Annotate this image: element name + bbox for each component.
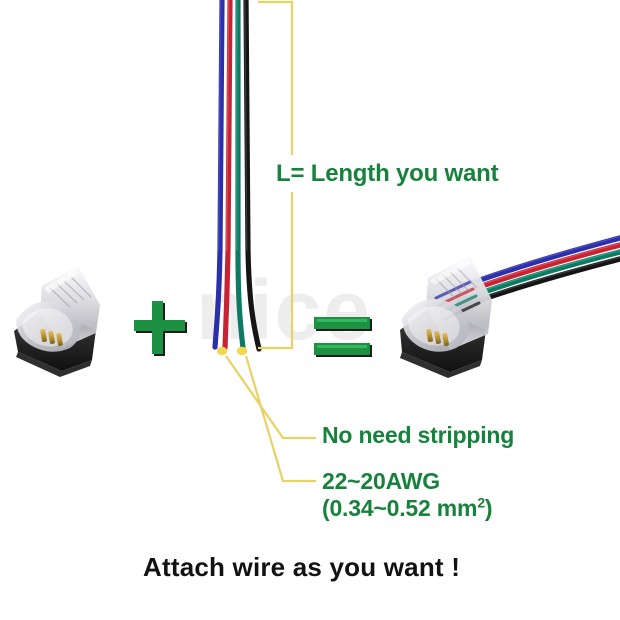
leader-awg: [244, 355, 316, 483]
label-awg-spec: 22~20AWG (0.34~0.52 mm2): [322, 468, 493, 522]
callout-dots: [216, 346, 248, 356]
label-awg-line2: (0.34~0.52 mm2): [322, 494, 493, 522]
connector-left-image: [14, 266, 100, 377]
equals-sign: [314, 317, 372, 357]
contact-pins-left: [40, 328, 63, 347]
label-awg-line2-prefix: (0.34~0.52 mm: [322, 495, 478, 521]
bottom-caption: Attach wire as you want !: [143, 552, 461, 582]
plus-sign: [134, 301, 187, 356]
wire-bundle-image: [212, 0, 262, 352]
leader-length-bottom: [258, 192, 294, 350]
leader-lines: [225, 0, 316, 483]
label-length-you-want: L= Length you want: [276, 160, 499, 187]
leader-no-stripping: [225, 355, 316, 440]
label-awg-line2-suffix: ): [484, 495, 493, 521]
label-awg-line1: 22~20AWG: [322, 468, 440, 494]
leader-length-top: [258, 0, 294, 155]
label-no-need-stripping: No need stripping: [322, 422, 515, 448]
contact-pins-right: [426, 328, 449, 347]
assembly-connector-image: [400, 256, 492, 378]
label-awg-line2-superscript: 2: [477, 494, 485, 511]
